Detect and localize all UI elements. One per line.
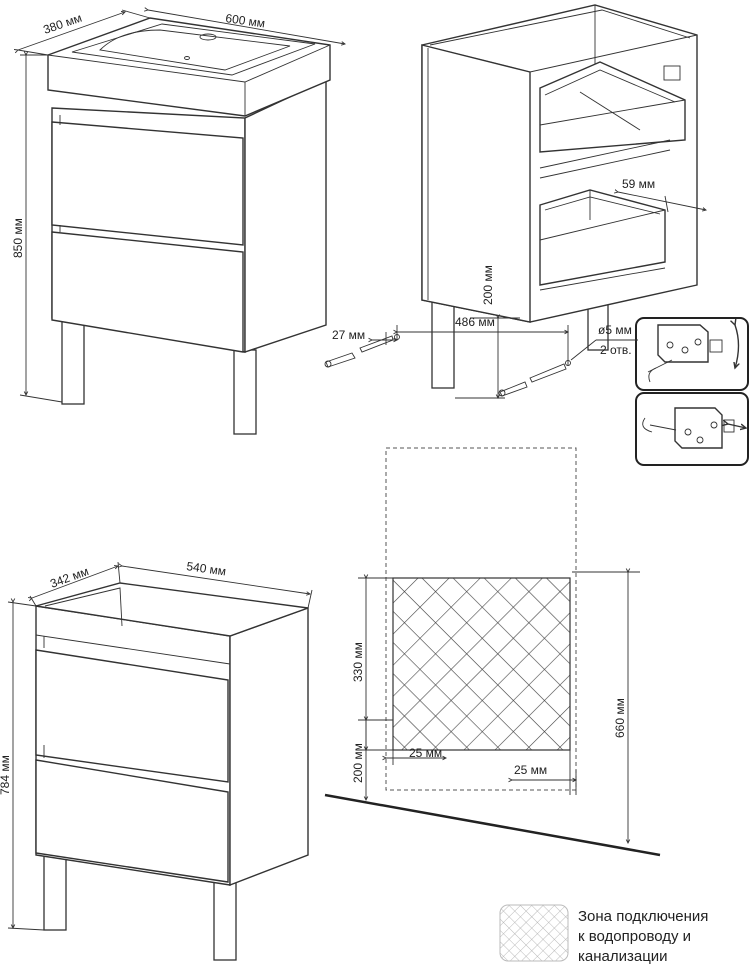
lower-drawer (539, 189, 666, 286)
leg (431, 299, 455, 389)
vanity-with-basin-view: 380 мм 600 мм 850 мм (11, 10, 345, 435)
dim-hole-spacing-label: 486 мм (455, 315, 495, 329)
drawer-front (35, 649, 229, 783)
drain-hole (184, 56, 190, 60)
legend-swatch (499, 904, 569, 962)
legend-line: Зона подключения (578, 908, 709, 925)
dim-floor-height-label: 200 мм (351, 743, 365, 783)
dim-width-label: 600 мм (225, 11, 266, 30)
legend-line: канализации (578, 948, 668, 965)
upper-drawer (539, 61, 686, 153)
cabinet-side (229, 607, 309, 887)
dim-hole-count-label: 2 отв. (600, 343, 632, 357)
screwdriver-icon (642, 417, 653, 433)
dim-depth-label: 342 мм (48, 564, 90, 591)
wall-mounting-scheme: 27 мм 486 мм ø5 мм 2 отв. 330 мм 200 мм … (324, 315, 661, 857)
dim-width-label: 540 мм (186, 559, 227, 578)
dim-zone-height-label: 330 мм (351, 642, 365, 682)
dim-edge-offset-label: 27 мм (332, 328, 365, 342)
cabinet-side-panel (421, 44, 531, 323)
screw-and-dowel (498, 363, 567, 397)
hinge-adjust-detail-horizontal (635, 392, 749, 466)
drawer-front (51, 231, 244, 353)
dim-depth-label: 380 мм (41, 11, 83, 37)
dim-height-label: 784 мм (0, 755, 12, 795)
leg (43, 851, 67, 931)
dim-right-margin-label: 25 мм (514, 763, 547, 777)
leg (61, 319, 85, 405)
drawer-front (51, 121, 244, 246)
hinge-bracket (663, 65, 681, 81)
legend (499, 904, 569, 962)
vertical-adjust-arrow (735, 325, 739, 368)
legend-line: к водопроводу и (578, 928, 692, 945)
screwdriver-icon (648, 367, 657, 383)
open-drawers-view: 59 мм 200 мм (421, 4, 706, 398)
dim-height-label: 850 мм (11, 218, 25, 258)
leg (233, 349, 257, 435)
dim-left-margin-label: 25 мм (409, 746, 442, 760)
floor-line (324, 793, 661, 857)
legend-label: Зона подключения к водопроводу и канализ… (578, 907, 748, 967)
dim-offset-label: 59 мм (622, 177, 655, 191)
dim-hole-diameter-label: ø5 мм (598, 323, 632, 337)
connection-zone (392, 577, 571, 751)
dim-mount-height-label: 660 мм (613, 698, 627, 738)
horizontal-adjust-arrow (728, 424, 746, 428)
cabinet-outline (385, 447, 577, 791)
cabinet-side (244, 78, 327, 353)
leg (213, 879, 237, 961)
dim-leg-height-label: 200 мм (481, 265, 495, 305)
cabinet-without-basin-view: 342 мм 540 мм 784 мм (0, 559, 313, 961)
drawer-front (35, 759, 229, 883)
hinge-adjust-detail-vertical (635, 317, 749, 391)
